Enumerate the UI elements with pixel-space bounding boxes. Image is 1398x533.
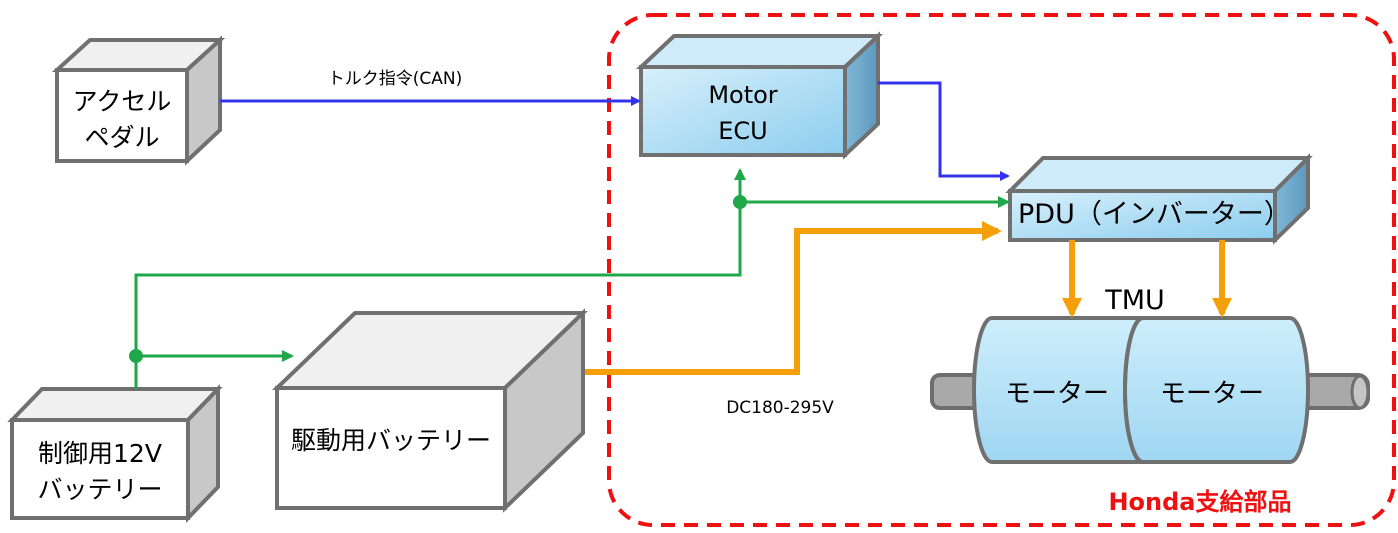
control-battery-label-line2: バッテリー — [37, 475, 162, 504]
power-12v-line — [134, 168, 746, 389]
motor-ecu-box: Motor ECU — [635, 31, 884, 160]
motor-ecu-label-line2: ECU — [718, 117, 768, 145]
tmu-label: TMU — [1104, 285, 1165, 316]
motor-ecu-label-line1: Motor — [708, 81, 777, 109]
junction-dot-pdu — [733, 195, 747, 209]
accelerator-pedal-label-line1: アクセル — [73, 87, 172, 116]
pdu-label: PDU（インバーター） — [1018, 199, 1291, 230]
drive-battery-box: 駆動用バッテリー — [272, 308, 588, 513]
accelerator-pedal-box: アクセル ペダル — [51, 35, 226, 166]
control-battery-box: 制御用12V バッテリー — [7, 384, 223, 523]
junction-dot-battery — [129, 349, 143, 363]
honda-region-border — [607, 13, 1396, 527]
high-voltage-line — [585, 221, 1002, 375]
torque-command-label: トルク指令(CAN) — [328, 69, 462, 89]
tmu-motor-assembly: モーター モーター — [930, 316, 1370, 464]
pdu-box: PDU（インバーター） — [1005, 153, 1313, 245]
motor-left-label: モーター — [1005, 379, 1109, 409]
dc-voltage-label: DC180-295V — [726, 398, 834, 418]
honda-region-label: Honda支給部品 — [1108, 488, 1291, 516]
ecu-to-pdu-line — [878, 81, 1010, 181]
drive-battery-label: 駆動用バッテリー — [291, 426, 491, 455]
motor-right-label: モーター — [1160, 379, 1264, 409]
accelerator-pedal-label-line2: ペダル — [84, 123, 159, 152]
control-battery-label-line1: 制御用12V — [38, 439, 162, 468]
